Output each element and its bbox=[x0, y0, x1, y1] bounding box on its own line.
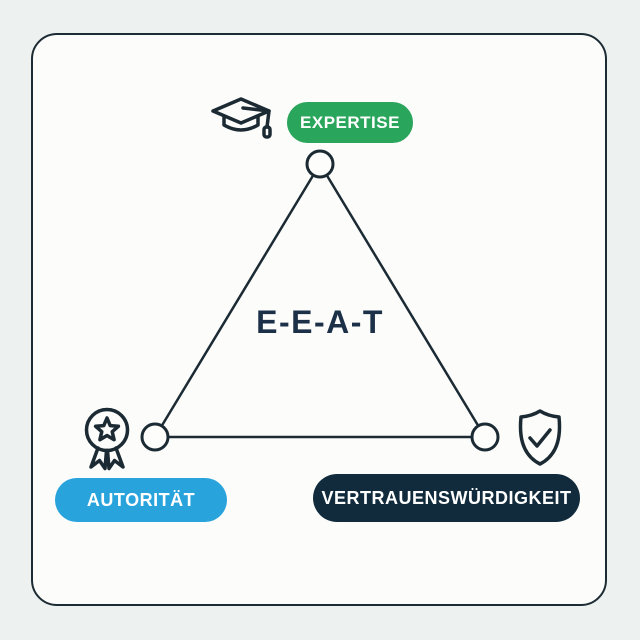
award-ribbon-icon bbox=[77, 405, 137, 471]
badge-autoritaet: AUTORITÄT bbox=[55, 478, 227, 522]
badge-expertise: EXPERTISE bbox=[287, 102, 413, 143]
shield-check-icon bbox=[512, 407, 568, 469]
badge-vertrauenswuerdigkeit: VERTRAUENSWÜRDIGKEIT bbox=[313, 474, 580, 522]
graduation-cap-icon bbox=[209, 96, 273, 148]
center-label: E-E-A-T bbox=[256, 304, 384, 340]
